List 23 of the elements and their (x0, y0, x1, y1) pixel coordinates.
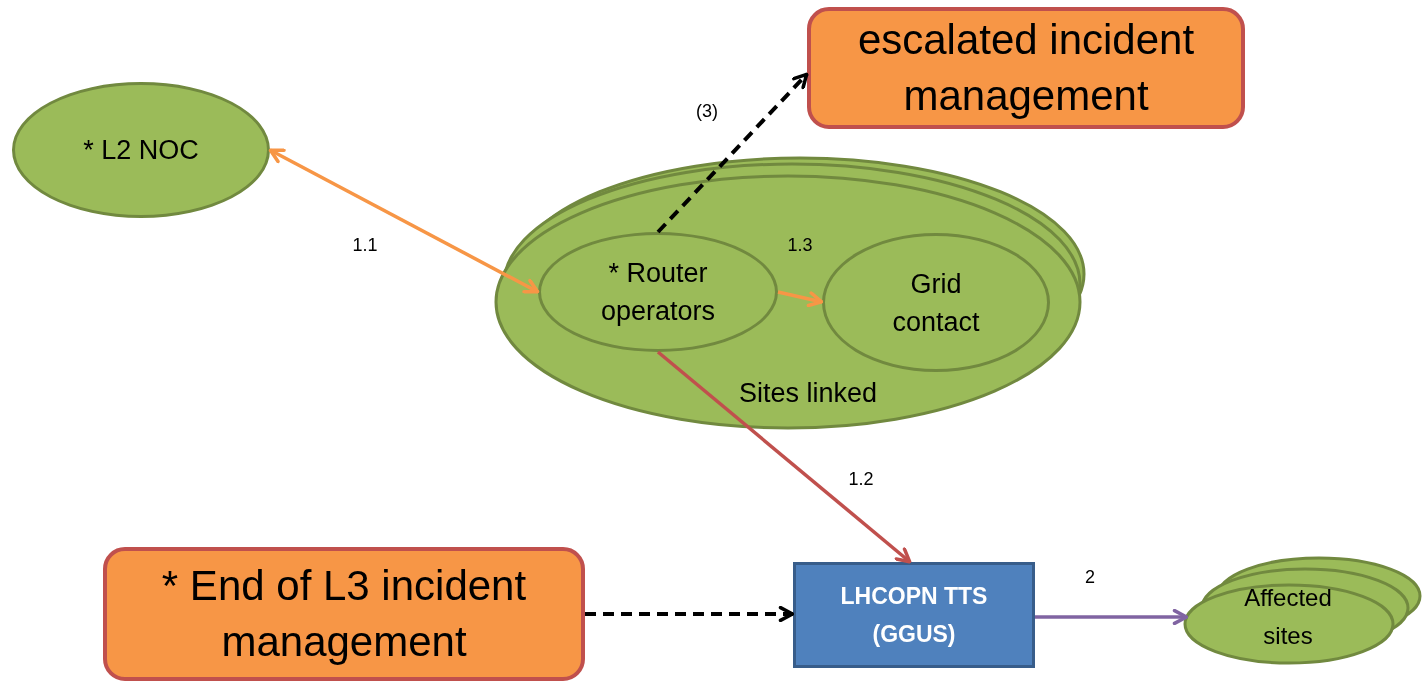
edge-label: 1.3 (787, 234, 813, 256)
dashed-arrow (585, 605, 795, 623)
node-label: Sites linked (738, 377, 878, 410)
edge-label: 1.2 (848, 468, 874, 490)
node-label: Affected sites (1243, 583, 1333, 651)
arrow (1035, 608, 1189, 626)
rounded-box (807, 7, 1245, 129)
arrow (656, 350, 912, 564)
node-label: LHCOPN TTS (GGUS) (839, 582, 989, 649)
node-label: * End of L3 incident management (160, 561, 528, 667)
rounded-box (103, 547, 585, 681)
process-box (793, 562, 1035, 668)
double-arrow (268, 148, 540, 294)
node-label: * L2 NOC (83, 134, 199, 167)
node-label: * Router operators (599, 257, 717, 328)
edge-label: 2 (1085, 566, 1095, 588)
stacked-ellipses (1181, 554, 1423, 666)
dashed-arrow (656, 72, 809, 234)
edge-label: 1.1 (352, 234, 378, 256)
arrow (777, 290, 824, 308)
edge-label: (3) (696, 100, 718, 122)
node-label: Grid contact (891, 267, 981, 339)
node-label: escalated incident management (856, 15, 1196, 121)
